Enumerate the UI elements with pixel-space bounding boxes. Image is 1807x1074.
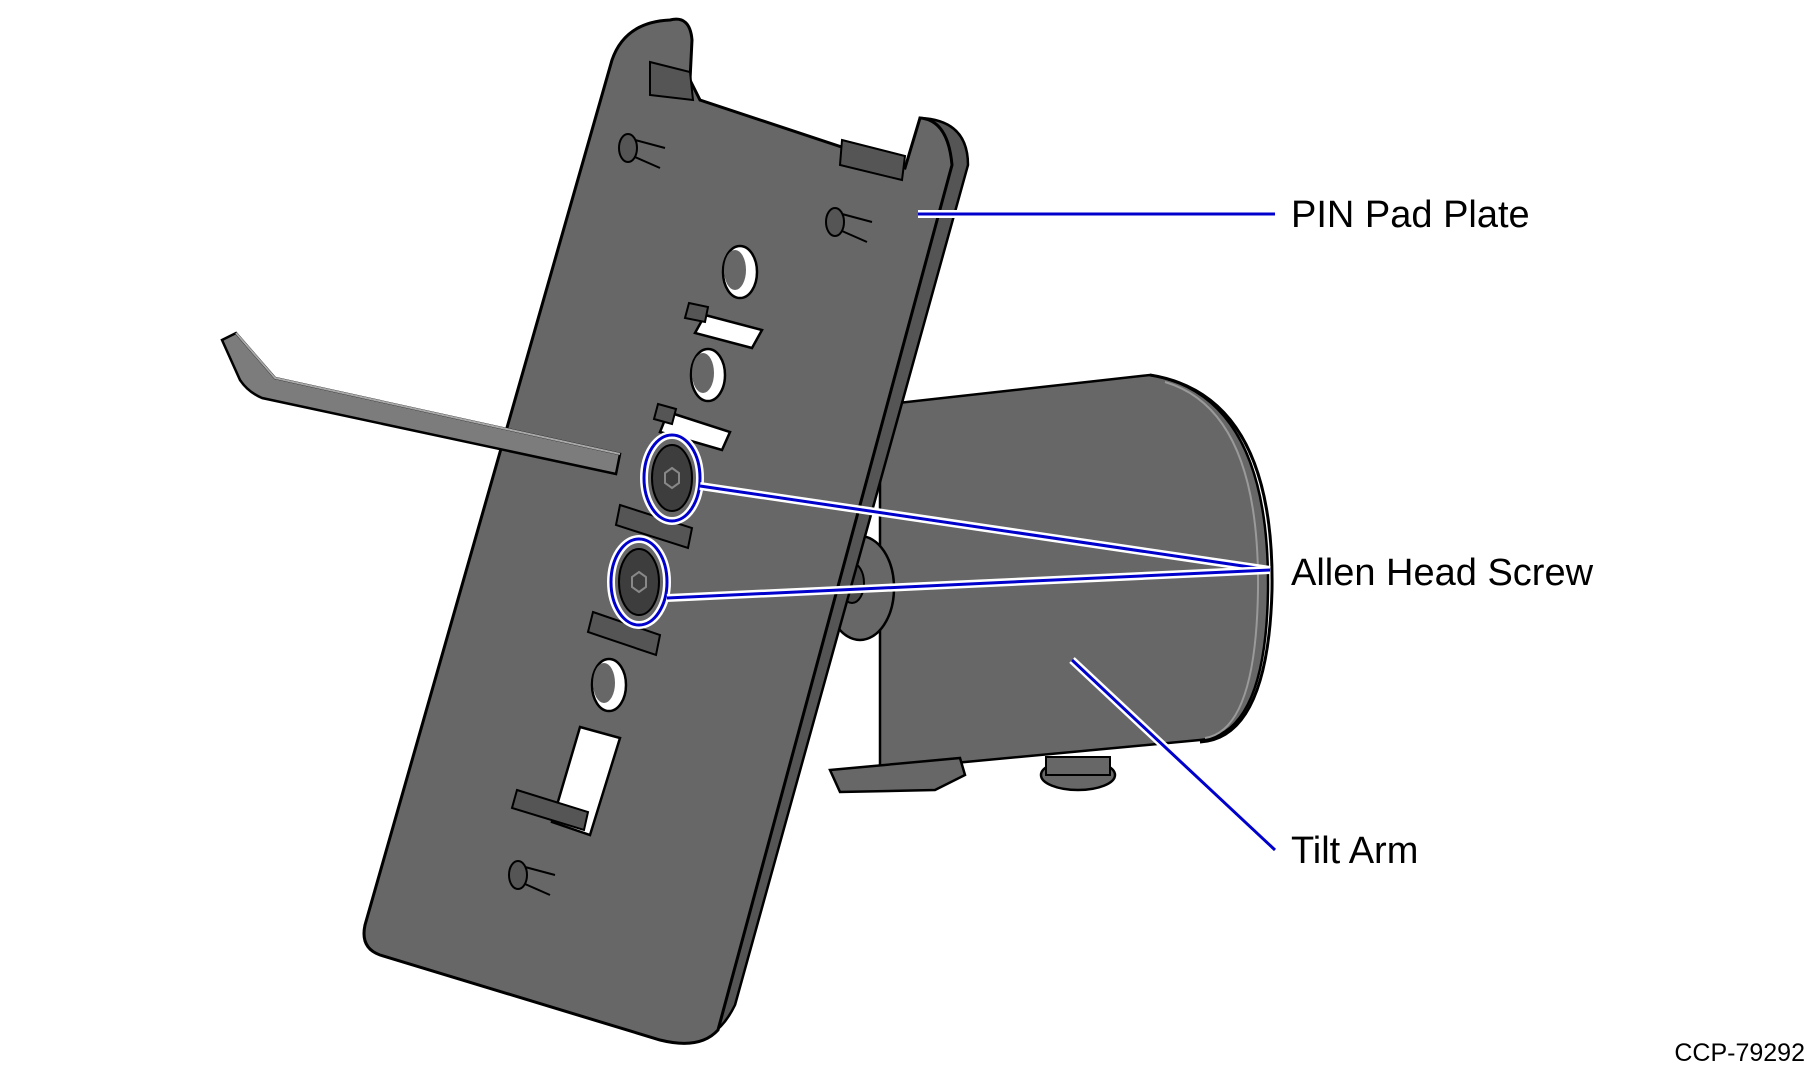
leader-lines <box>666 210 1278 853</box>
callout-pin-pad-plate: PIN Pad Plate <box>1291 194 1530 236</box>
allen-head-screw-lower <box>607 535 671 629</box>
allen-head-screw-upper <box>640 431 704 525</box>
callout-allen-head-screw: Allen Head Screw <box>1291 552 1594 594</box>
allen-key-icon <box>220 331 622 476</box>
figure-id: CCP-79292 <box>1674 1039 1805 1067</box>
callout-tilt-arm: Tilt Arm <box>1291 830 1418 872</box>
pin-pad-plate-part <box>362 17 970 1045</box>
